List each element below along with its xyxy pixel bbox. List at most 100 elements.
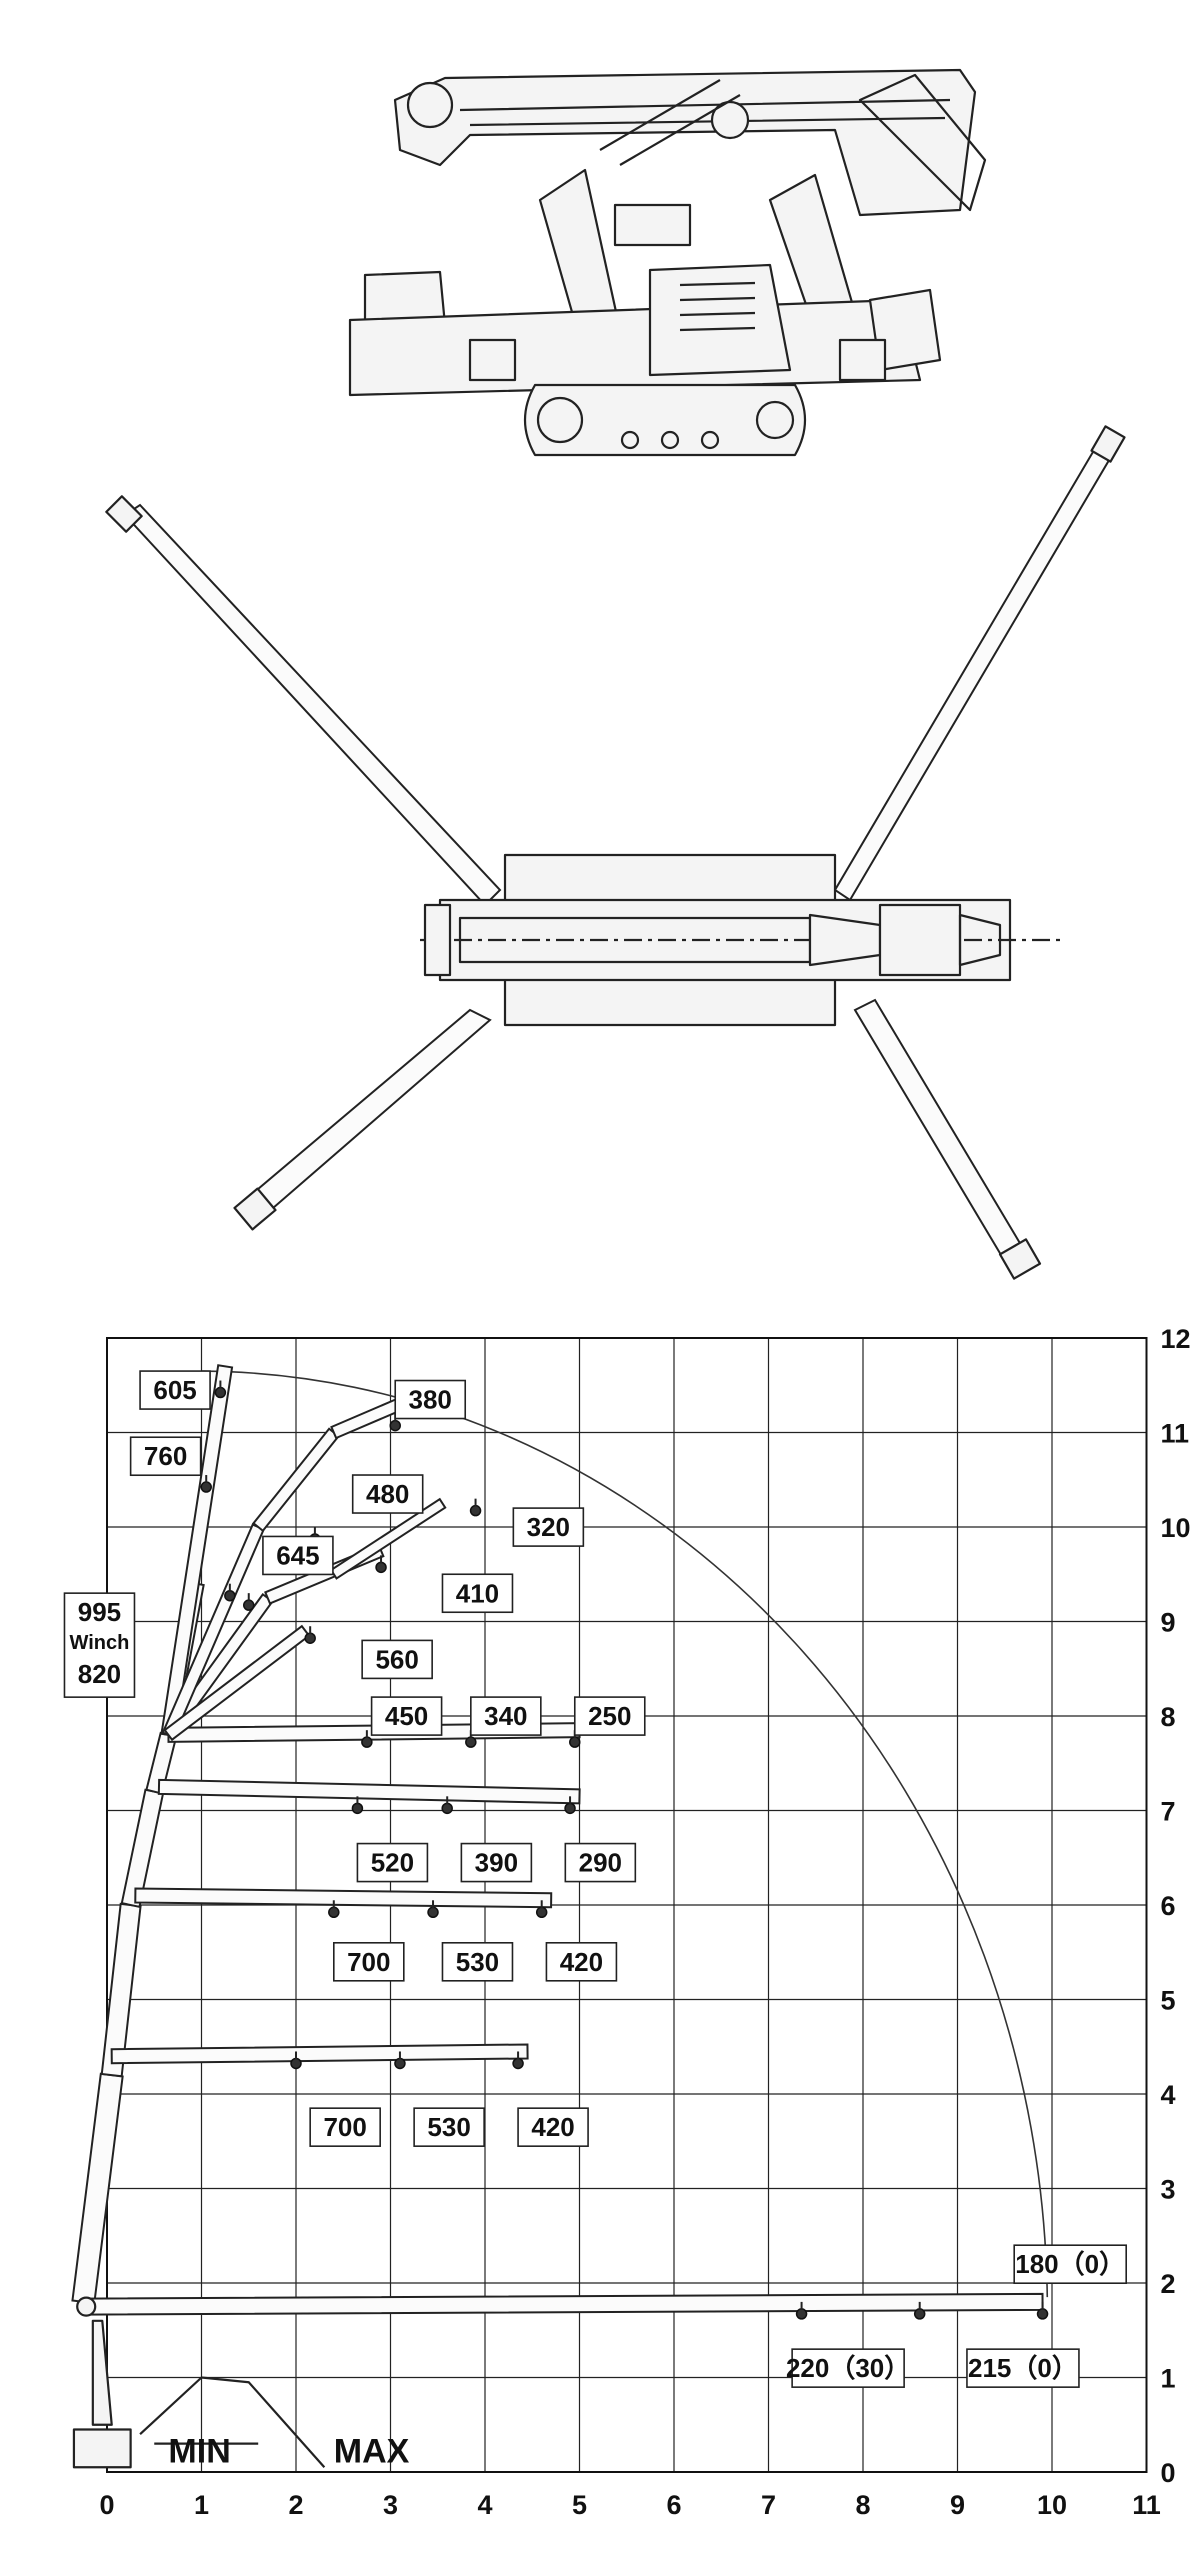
- load-label-box: [129, 1436, 202, 1477]
- side-pad-right: [838, 338, 887, 382]
- load-label-sub-value: 820: [78, 1659, 121, 1689]
- load-label: 380: [394, 1379, 467, 1420]
- side-vent: [679, 281, 756, 332]
- load-label-box: [361, 1639, 433, 1680]
- load-label: 530: [413, 2107, 485, 2147]
- load-label: 560: [361, 1639, 433, 1680]
- load-label-box: [413, 2107, 485, 2147]
- side-track: [524, 383, 806, 457]
- reach-envelope-arc: [201, 1370, 1049, 2298]
- crane-base: [72, 2296, 326, 2469]
- side-roller-2: [660, 430, 680, 450]
- top-outrigger-rear-left: [243, 1008, 492, 1217]
- x-tick-label: 0: [99, 2490, 114, 2520]
- y-tick-label: 6: [1161, 1891, 1176, 1921]
- load-label-value: 530: [456, 1947, 499, 1977]
- load-label-value: 420: [531, 2112, 574, 2142]
- load-label: 410: [441, 1573, 514, 1614]
- load-label-value: 520: [371, 1848, 414, 1878]
- load-label-box: [63, 1592, 136, 1698]
- top-pad-rear-right: [998, 1238, 1042, 1280]
- top-pad-front-right: [1090, 425, 1126, 463]
- hook-icon: [375, 1561, 387, 1574]
- load-label-value: 700: [347, 1947, 390, 1977]
- boom-section: [157, 1778, 581, 1805]
- load-label-value: 530: [427, 2112, 470, 2142]
- min-label: MIN: [168, 2433, 230, 2471]
- top-outrigger-front-right: [833, 438, 1117, 902]
- load-label-box: [512, 1507, 585, 1547]
- load-label-box: [332, 1942, 405, 1982]
- side-boom-detail: [459, 98, 951, 127]
- max-label: MAX: [334, 2433, 410, 2471]
- side-engine-cover: [648, 263, 792, 377]
- hook-icon: [224, 1589, 236, 1602]
- x-tick-label: 1: [194, 2490, 209, 2520]
- y-tick-label: 5: [1161, 1986, 1176, 2016]
- hook-icon: [304, 1632, 316, 1644]
- hook-icon: [441, 1802, 453, 1815]
- hook-icon: [427, 1906, 439, 1919]
- load-label-box: [351, 1474, 424, 1514]
- x-tick-label: 5: [572, 2490, 587, 2520]
- side-pad-left: [468, 338, 517, 382]
- load-label: 700: [332, 1942, 405, 1982]
- x-tick-label: 8: [855, 2490, 870, 2520]
- load-label: 760: [129, 1436, 202, 1477]
- load-label-box: [791, 2348, 905, 2388]
- x-tick-label: 4: [477, 2490, 492, 2520]
- load-label-value: 605: [153, 1375, 196, 1405]
- load-label: 180（0）: [1013, 2244, 1128, 2284]
- load-label-box: [573, 1696, 646, 1736]
- hook-icon: [469, 1504, 482, 1517]
- load-label: 290: [564, 1842, 637, 1883]
- boom-section: [163, 1624, 311, 1742]
- load-label: 530: [441, 1942, 514, 1982]
- y-tick-label: 10: [1161, 1513, 1191, 1543]
- load-label: 700: [309, 2107, 381, 2147]
- y-tick-label: 8: [1161, 1702, 1176, 1732]
- load-label: 220（30）: [786, 2348, 910, 2388]
- load-label: 645: [262, 1535, 334, 1576]
- y-tick-label: 1: [1161, 2364, 1176, 2394]
- load-label-value: 250: [588, 1701, 631, 1731]
- outrigger-min-max: [139, 2376, 326, 2469]
- mast-pivot: [76, 2296, 97, 2317]
- hook-icon: [465, 1736, 477, 1748]
- top-winch: [878, 903, 962, 977]
- hook-icon: [512, 2057, 524, 2070]
- hook-icon: [200, 1481, 212, 1493]
- load-label-value: 450: [385, 1701, 428, 1731]
- hook-icon: [795, 2308, 808, 2320]
- x-tick-label: 9: [950, 2490, 965, 2520]
- boom-section: [134, 1887, 553, 1909]
- hook-icon: [569, 1736, 581, 1748]
- load-label-value: 220（30）: [786, 2353, 910, 2383]
- load-label-value: 480: [366, 1479, 409, 1509]
- top-hook: [958, 913, 1002, 967]
- x-tick-label: 3: [383, 2490, 398, 2520]
- side-hook-block: [858, 73, 987, 212]
- load-label: 480: [351, 1474, 424, 1514]
- load-label-box: [460, 1842, 533, 1883]
- hook-icon: [394, 2057, 406, 2070]
- hook-icon: [328, 1906, 340, 1919]
- hook-icon: [389, 1419, 401, 1432]
- y-tick-label: 9: [1161, 1608, 1176, 1638]
- side-track-wheel-rear: [755, 400, 795, 440]
- load-label-box: [1013, 2244, 1128, 2284]
- top-track-lower: [503, 973, 837, 1027]
- y-tick-label: 2: [1161, 2269, 1176, 2299]
- load-label-value: 215（0）: [968, 2353, 1078, 2383]
- hook-icon: [243, 1599, 255, 1611]
- load-label-value: 340: [484, 1701, 527, 1731]
- load-label-box: [470, 1696, 542, 1736]
- load-label-box: [564, 1842, 637, 1883]
- side-roller-1: [620, 430, 640, 450]
- x-tick-label: 6: [666, 2490, 681, 2520]
- boom-section: [252, 1427, 340, 1533]
